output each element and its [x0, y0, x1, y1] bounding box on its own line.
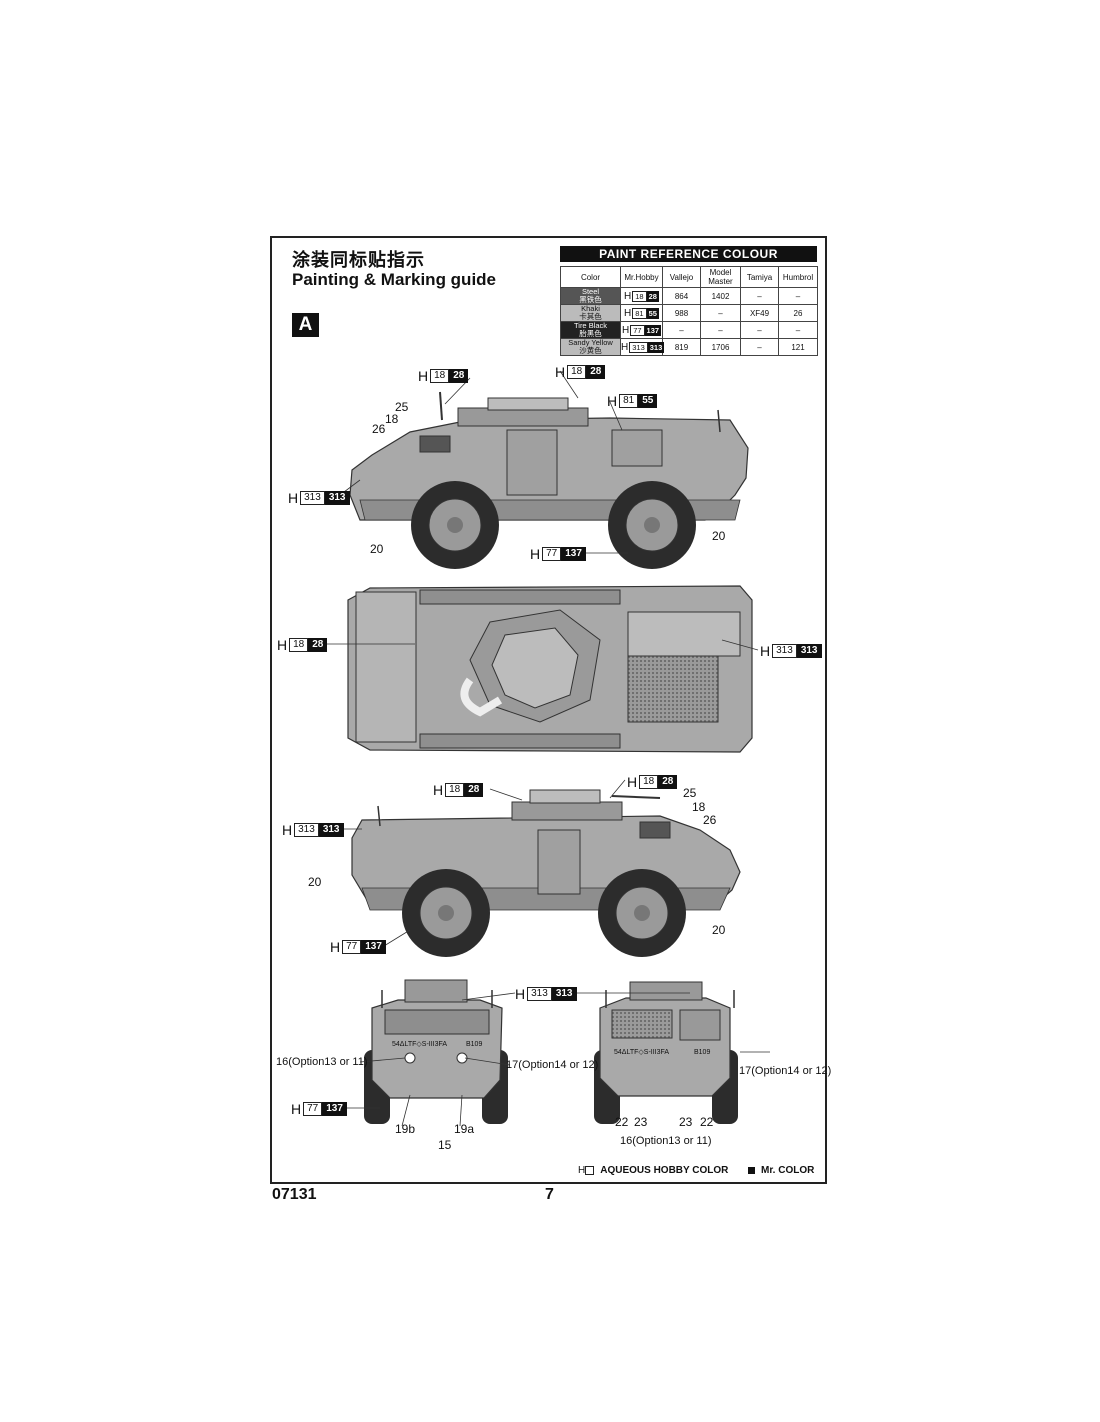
part-number: 19b	[395, 1122, 416, 1136]
front-number-text: B109	[466, 1041, 482, 1048]
guide-frame	[270, 236, 827, 1184]
front-plate-text: 54ΔLTF◇S-III3FA	[392, 1041, 447, 1048]
paint-reference-title: PAINT REFERENCE COLOUR	[560, 246, 817, 262]
product-code: 07131	[272, 1186, 317, 1203]
part-number: 25	[683, 786, 697, 800]
paint-reference-grid: Color Mr.Hobby Vallejo Model Master Tami…	[560, 266, 818, 356]
part-number: 20	[712, 529, 726, 543]
part-number: 15	[438, 1138, 452, 1152]
part-number: 25	[395, 400, 409, 414]
title-english: Painting & Marking guide	[292, 270, 497, 289]
part-number: 20	[712, 923, 726, 937]
rear-plate-text: 54ΔLTF◇S-III3FA	[614, 1049, 669, 1056]
part-number: 18	[692, 800, 706, 814]
side-view-left	[349, 391, 749, 569]
part-number: 17(Option14 or 12)	[506, 1059, 599, 1071]
part-number: 23	[679, 1115, 693, 1129]
page-number: 7	[545, 1186, 554, 1203]
top-view	[347, 585, 753, 753]
title-chinese: 涂装同标贴指示	[292, 250, 425, 270]
side-view-right	[351, 789, 741, 957]
table-cell: –	[778, 287, 818, 305]
legend-mr-color: Mr. COLOR	[748, 1165, 814, 1176]
part-number: 20	[308, 875, 322, 889]
part-number: 23	[634, 1115, 648, 1129]
rear-view: 54ΔLTF◇S-III3FA B109	[594, 981, 738, 1124]
part-number: 26	[372, 422, 386, 436]
part-number: 19a	[454, 1122, 475, 1136]
part-number: 20	[370, 542, 384, 556]
part-number: 17(Option14 or 12)	[739, 1065, 832, 1077]
part-number: 26	[703, 813, 717, 827]
paint-reference-table: PAINT REFERENCE COLOUR Color Mr.Hobby Va…	[560, 246, 818, 356]
leader-lines	[310, 370, 770, 1127]
table-cell: 121	[778, 338, 818, 356]
part-number: 22	[615, 1115, 629, 1129]
part-number: 18	[385, 412, 399, 426]
rear-number-text: B109	[694, 1049, 710, 1056]
part-number: 16(Option13 or 11)	[276, 1056, 368, 1068]
part-number: 16(Option13 or 11)	[620, 1135, 712, 1147]
part-number: 22	[700, 1115, 714, 1129]
scheme-badge: A	[292, 313, 319, 337]
front-view: 54ΔLTF◇S-III3FA B109	[364, 979, 508, 1124]
table-cell: 1706	[700, 338, 741, 356]
